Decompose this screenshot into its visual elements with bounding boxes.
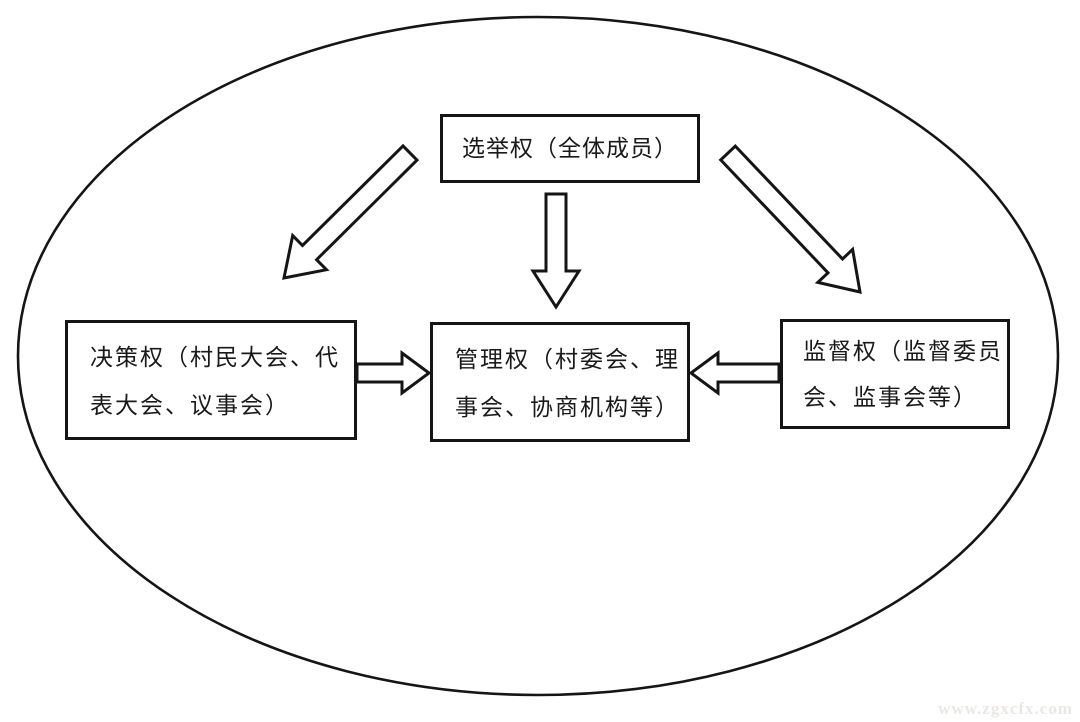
node-decision-line2: 表大会、议事会） — [90, 393, 290, 418]
arrow-layer — [282, 143, 862, 396]
boundary-ellipse — [16, 15, 1060, 697]
node-management-line1: 管理权（村委会、理 — [455, 347, 680, 372]
node-management: 管理权（村委会、理 事会、协商机构等） — [430, 322, 690, 442]
node-management-line2: 事会、协商机构等） — [455, 395, 680, 420]
node-election: 选举权（全体成员） — [440, 114, 700, 183]
node-supervision-line1: 监督权（监督委员 — [803, 339, 1003, 364]
arrow-election-to-decision — [282, 143, 420, 280]
node-supervision-line2: 会、监事会等） — [803, 385, 978, 410]
node-supervision: 监督权（监督委员 会、监事会等） — [780, 319, 1010, 429]
arrow-decision-to-management — [355, 350, 432, 396]
node-decision: 决策权（村民大会、代 表大会、议事会） — [65, 320, 357, 440]
node-decision-line1: 决策权（村民大会、代 — [90, 345, 340, 370]
arrow-election-to-supervision — [718, 143, 862, 294]
watermark: www.zgxcfx.com — [938, 699, 1073, 718]
arrow-election-to-management — [530, 192, 582, 310]
node-election-label: 选举权（全体成员） — [462, 135, 678, 161]
arrow-supervision-to-management — [688, 350, 781, 396]
